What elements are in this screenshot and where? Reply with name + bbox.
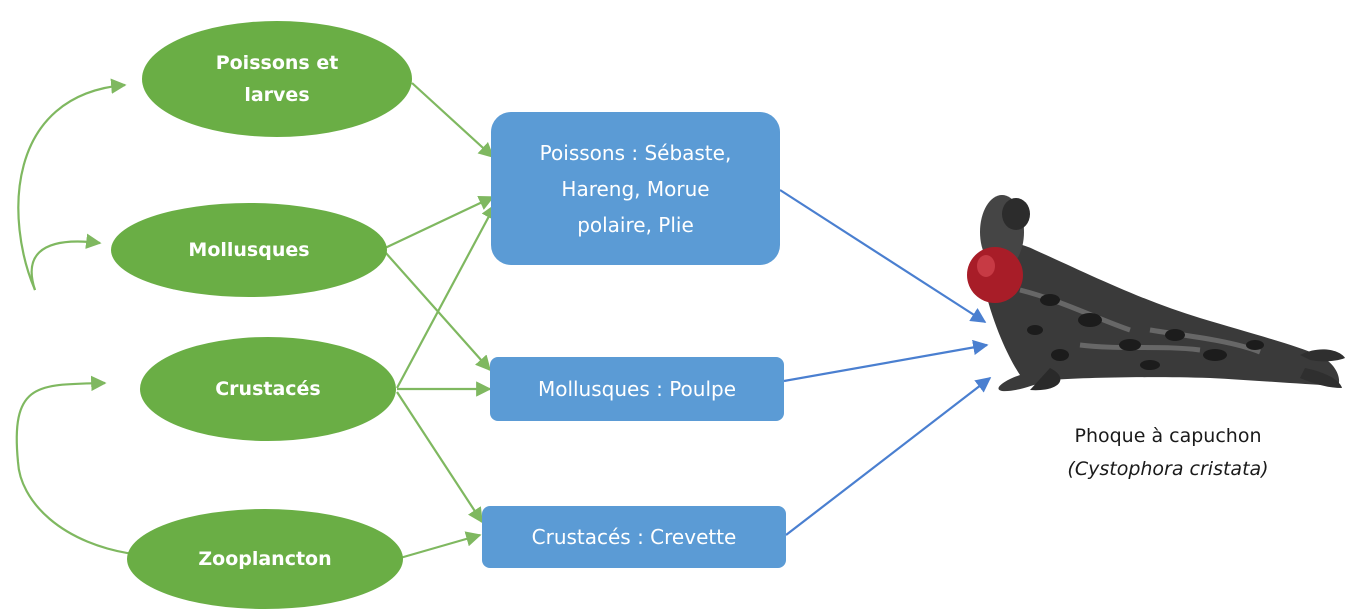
source-arrows: [384, 82, 496, 560]
box-poissons: Poissons : Sébaste, Hareng, Morue polair…: [539, 140, 732, 237]
node-zooplancton: Zooplancton: [198, 548, 332, 570]
arrow-crustaces-to-poissons: [396, 203, 496, 389]
arrow-poulpe-to-phoque: [783, 339, 989, 383]
loop-arrow-zooplancton-tail: [16, 461, 141, 557]
node-crustaces: Crustacés: [215, 378, 321, 400]
node-mollusques: Mollusques: [188, 239, 310, 261]
box-crevette-shape: [482, 506, 786, 568]
predator-arrows: [779, 189, 992, 536]
node-poissons-larves: Poissons et larves: [215, 52, 339, 106]
node-mollusques-shape: [111, 203, 387, 297]
hooded-seal-image: [967, 195, 1345, 392]
arrow-mollusques-to-poissons: [384, 195, 495, 249]
box-mollusques-poulpe: Mollusques : Poulpe: [537, 377, 737, 401]
box-poissons-shape: [491, 112, 780, 265]
loop-arrow-to-poissons: [17, 78, 127, 291]
arrow-poissons-larves-to-poissons: [411, 82, 495, 159]
arrow-zooplancton-to-crevette: [399, 531, 482, 560]
box-crustaces-crevette: Crustacés : Crevette: [531, 525, 737, 549]
predator-latin-name: (Cystophora cristata): [1067, 458, 1269, 480]
arrow-crustaces-to-crevette: [396, 391, 483, 524]
box-poulpe-shape: [490, 357, 784, 421]
predator-name: Phoque à capuchon: [1074, 425, 1262, 447]
node-zooplancton-shape: [127, 509, 403, 609]
arrow-poissons-to-phoque: [779, 189, 987, 323]
loop-arrow-to-mollusques: [30, 233, 102, 291]
node-poissons-larves-shape: [142, 21, 412, 137]
loop-arrows: [15, 78, 141, 557]
arrow-crevette-to-phoque: [785, 377, 992, 536]
loop-arrow-to-crustaces: [15, 375, 107, 463]
node-crustaces-shape: [140, 337, 396, 441]
